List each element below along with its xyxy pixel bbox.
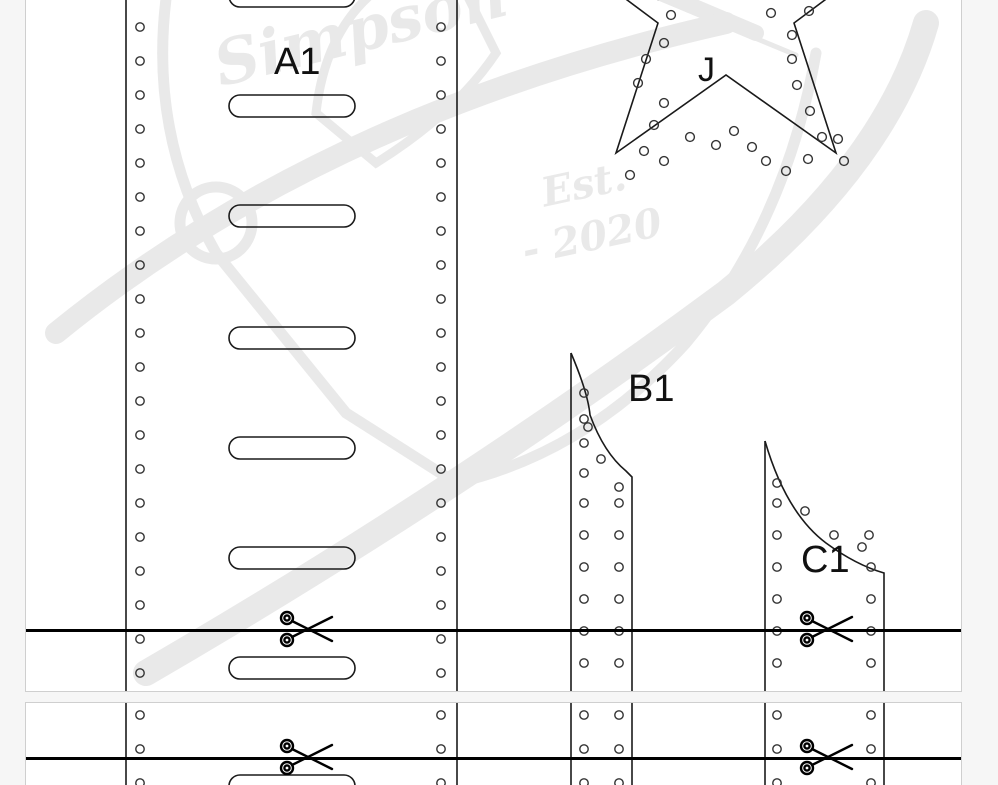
a1-strip-rails [125,703,458,785]
j-star-holes [624,0,850,181]
a1-slots [228,774,356,785]
b1-panel-outline [570,703,633,785]
watermark-logo-art [45,0,939,686]
part-label-b1: B1 [628,368,675,410]
b1-holes [579,388,624,668]
pattern-line-art-page-1 [125,0,885,691]
part-label-a1: A1 [274,41,321,83]
b1-holes [579,710,624,785]
pdf-page-1[interactable]: Simpson Est. - 2020 [25,0,962,692]
scissors-icon [799,738,854,776]
c1-panel-outline [764,703,885,785]
part-label-c1: C1 [801,539,850,581]
cut-line-page-1 [26,629,961,632]
cut-line-page-2 [26,757,961,760]
a1-holes-right [436,710,446,785]
scissors-icon [279,738,334,776]
j-star-outline [614,0,838,156]
a1-holes-right [436,22,446,678]
a1-holes-left [135,710,145,785]
pdf-page-2[interactable] [25,702,962,785]
part-label-j: J [698,51,715,89]
c1-holes [772,478,876,668]
b1-panel-outline [570,352,633,691]
c1-holes [772,710,876,785]
scissors-icon [279,610,334,648]
a1-strip-rails [125,0,458,691]
c1-panel-outline [764,440,885,691]
a1-holes-left [135,22,145,678]
scissors-icon [799,610,854,648]
pattern-line-art-page-2 [125,703,885,785]
a1-slots [228,0,356,680]
